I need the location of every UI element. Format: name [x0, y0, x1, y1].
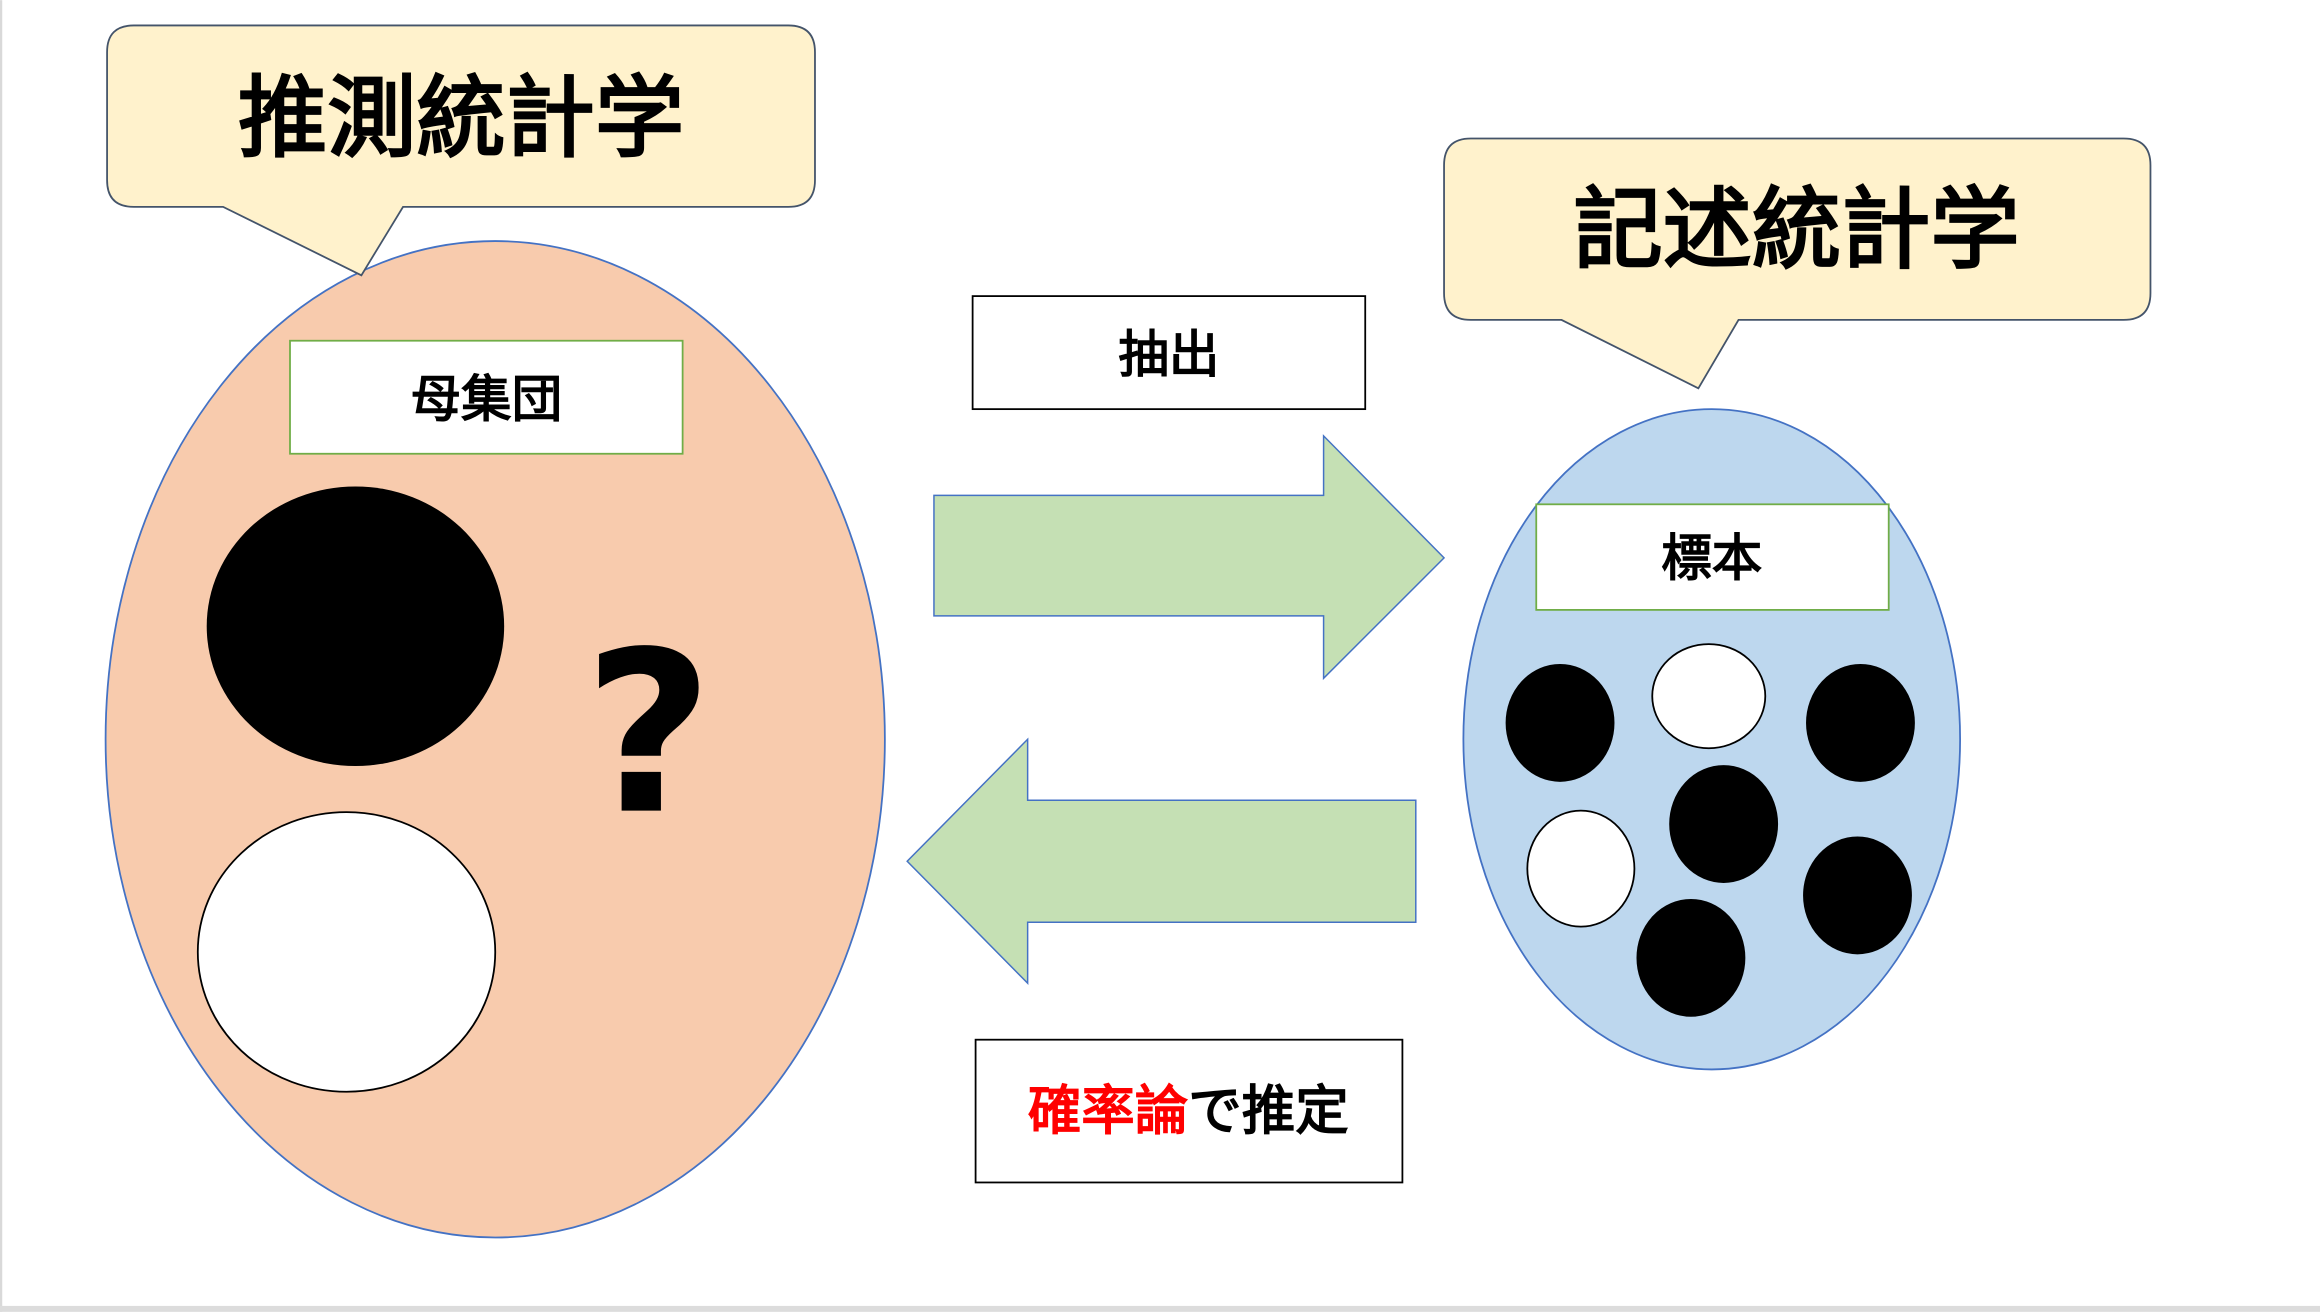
bottom-border: [0, 1305, 2320, 1312]
sample-ball-black: [1669, 765, 1779, 883]
sample-ball-black: [1505, 664, 1615, 782]
sample-ball-black: [1636, 899, 1746, 1017]
inferential-statistics-title: 推測統計学: [238, 67, 684, 171]
left-arrow-estimate: [906, 737, 1417, 985]
population-label-box: 母集団: [289, 339, 684, 455]
estimate-label-box: 確率論で推定: [974, 1038, 1404, 1184]
extract-label-box: 抽出: [971, 295, 1367, 411]
inferential-statistics-callout: 推測統計学: [106, 24, 816, 277]
sample-ball-white: [1526, 809, 1636, 928]
sample-balls: [1505, 643, 1915, 1017]
descriptive-statistics-callout: 記述統計学: [1443, 137, 2152, 390]
estimate-label-red: 確率論: [1028, 1079, 1189, 1142]
sample-label-box: 標本: [1535, 503, 1890, 611]
extract-label: 抽出: [1118, 325, 1219, 384]
sample-ball-black: [1803, 836, 1912, 955]
unknown-question-mark: ?: [584, 604, 713, 864]
population-black-ball: [206, 486, 505, 767]
descriptive-statistics-title: 記述統計学: [1573, 178, 2019, 282]
sample-ball-white: [1651, 643, 1767, 750]
sample-label: 標本: [1661, 529, 1763, 588]
estimate-label-black: で推定: [1188, 1079, 1349, 1142]
population-white-ball: [196, 811, 497, 1093]
sample-ball-black: [1806, 664, 1915, 782]
estimate-label: 確率論で推定: [1028, 1079, 1349, 1142]
left-border: [0, 0, 3, 1312]
population-label: 母集団: [410, 370, 562, 429]
right-arrow-extract: [933, 434, 1446, 681]
